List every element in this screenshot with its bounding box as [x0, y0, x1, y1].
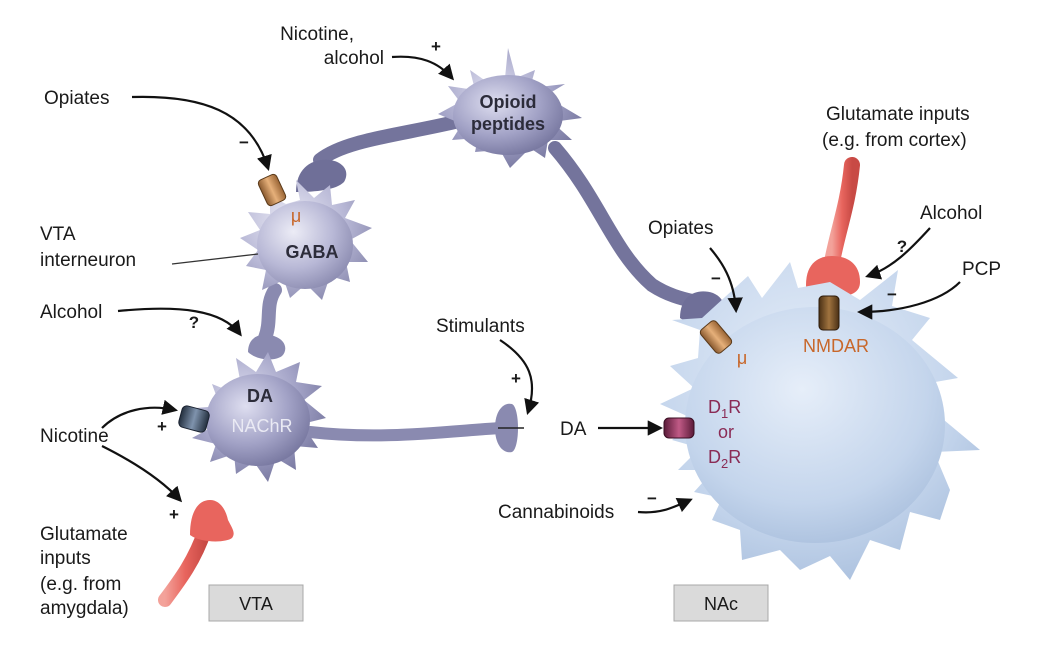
- gaba-label: GABA: [286, 242, 339, 262]
- nac-neuron: [660, 262, 980, 580]
- pcp-label: PCP: [962, 259, 1001, 280]
- da-label: DA: [247, 386, 273, 406]
- da-arrow-label: DA: [560, 419, 587, 440]
- alcohol-right-label: Alcohol: [920, 203, 982, 224]
- gaba-interneuron: GABA: [240, 180, 372, 300]
- alcohol-right-arrow: [865, 227, 931, 280]
- nicotine-sign: +: [157, 417, 167, 436]
- nicotine-alcohol-label-line2: alcohol: [324, 48, 384, 69]
- stimulants-label: Stimulants: [436, 316, 525, 337]
- nicotine-arrow-upper: [101, 399, 179, 429]
- glutamate-left-sign: +: [169, 505, 179, 524]
- nac-mu-label: μ: [737, 348, 747, 368]
- or-label: or: [718, 422, 734, 442]
- d1r-label: D1R: [708, 397, 741, 421]
- nachr-receptor: [178, 405, 210, 433]
- glutamate-right-label-line1: Glutamate inputs: [826, 104, 970, 125]
- alcohol-left-label: Alcohol: [40, 302, 102, 323]
- opiates-right-arrow: [709, 247, 743, 314]
- glutamate-right-label-line2: (e.g. from cortex): [822, 130, 967, 151]
- glutamate-right-fiber: [824, 157, 860, 270]
- nmdar-label: NMDAR: [803, 336, 869, 356]
- cannabinoids-label: Cannabinoids: [498, 502, 614, 523]
- nac-mu-receptor: μ: [699, 320, 747, 368]
- vta-interneuron-label-line2: interneuron: [40, 250, 136, 271]
- stimulants-sign: +: [511, 369, 521, 388]
- cannabinoids-sign: −: [647, 489, 657, 508]
- vta-interneuron-label-line1: VTA: [40, 224, 76, 245]
- opiates-left-label: Opiates: [44, 88, 109, 109]
- opiates-left-sign: −: [239, 133, 249, 152]
- gaba-mu-label: μ: [291, 206, 301, 226]
- opiates-left-arrow: [131, 95, 272, 171]
- opiates-right-sign: −: [711, 269, 721, 288]
- glutamate-left-terminal: [190, 500, 234, 542]
- gaba-to-da-axon: [258, 283, 282, 345]
- gaba-input-terminal: [296, 159, 347, 192]
- d2r-label: D2R: [708, 447, 741, 471]
- vta-region-label: VTA: [239, 594, 273, 614]
- nac-region-label: NAc: [704, 594, 738, 614]
- opioid-label-line1: Opioid: [480, 92, 537, 112]
- nicotine-alcohol-sign: +: [431, 37, 441, 56]
- opioid-to-nac-axon: [548, 141, 707, 310]
- opioid-label-line2: peptides: [471, 114, 545, 134]
- glutamate-left-label-line2: inputs: [40, 548, 91, 569]
- opiates-right-label: Opiates: [648, 218, 713, 239]
- vta-interneuron-pointer: [171, 253, 259, 265]
- vta-region-box: VTA: [208, 584, 304, 622]
- nachr-label: NAChR: [231, 416, 292, 436]
- da-neuron: DA NAChR: [192, 352, 326, 482]
- pcp-arrow: [856, 281, 961, 320]
- glutamate-left-label-line4: amygdala): [40, 598, 129, 619]
- nicotine-alcohol-arrow: [391, 55, 455, 81]
- stimulants-arrow: [499, 339, 540, 415]
- alcohol-right-sign: ?: [897, 237, 907, 256]
- nicotine-arrow-lower: [101, 445, 183, 503]
- gaba-mu-receptor: μ: [257, 173, 301, 226]
- opioid-to-gaba-axon: [313, 115, 462, 167]
- opioid-peptides-neuron: Opioid peptides: [438, 48, 582, 168]
- glutamate-left-label-line3: (e.g. from: [40, 574, 121, 595]
- glutamate-left-label-line1: Glutamate: [40, 524, 128, 545]
- pcp-sign: −: [887, 285, 897, 304]
- alcohol-left-sign: ?: [189, 313, 199, 332]
- d-receptor: [663, 417, 695, 439]
- nmdar-receptor: NMDAR: [803, 295, 869, 356]
- cannabinoids-arrow: [637, 497, 693, 514]
- nac-region-box: NAc: [673, 584, 769, 622]
- glutamate-left-fiber: [158, 523, 212, 607]
- da-to-nac-axon: [304, 422, 506, 442]
- da-input-terminal: [248, 334, 286, 360]
- alcohol-left-arrow: [117, 307, 242, 337]
- nicotine-label: Nicotine: [40, 426, 109, 447]
- nicotine-alcohol-label-line1: Nicotine,: [280, 24, 354, 45]
